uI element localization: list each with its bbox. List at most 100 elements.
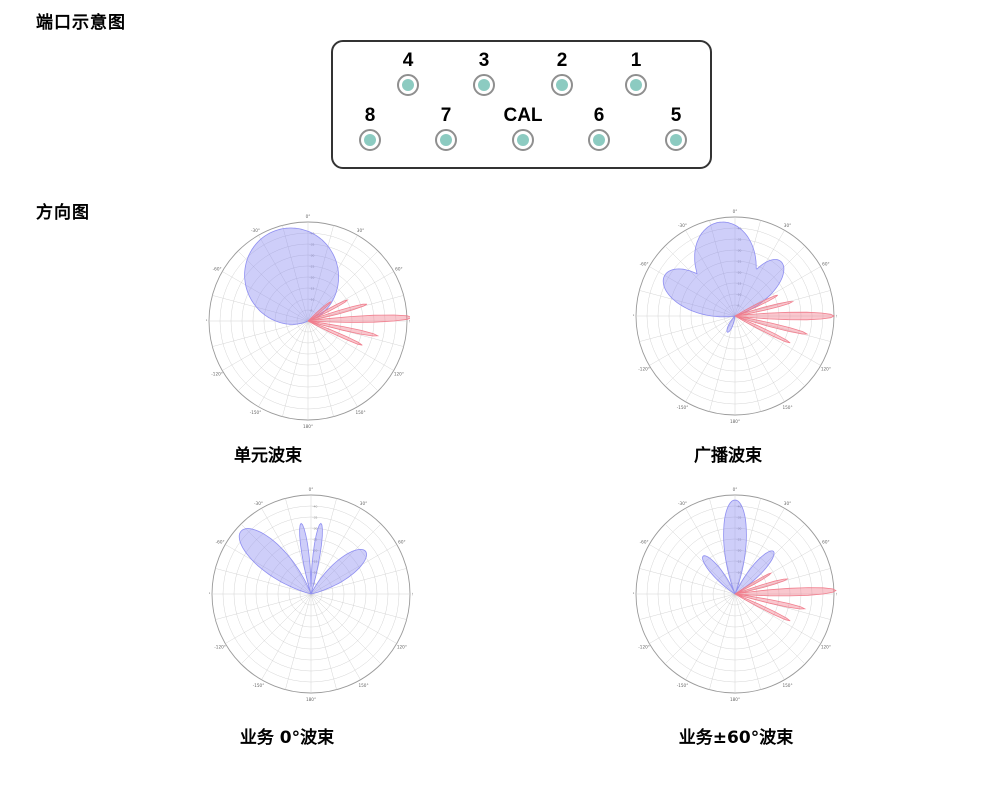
polar-radial-tick: -15	[310, 286, 315, 290]
polar-angle-label: -150°	[677, 683, 689, 688]
polar-angle-label: -30°	[254, 501, 263, 506]
port-label: 1	[630, 50, 642, 71]
pattern-caption-service-60: 业务±60°波束	[678, 728, 794, 748]
polar-angle-label: 30°	[357, 228, 364, 233]
polar-grid-spoke	[215, 593, 312, 620]
port-connector-icon	[435, 129, 457, 151]
polar-grid-spoke	[685, 230, 736, 317]
vertical-beam	[734, 572, 837, 622]
polar-angle-label: 30°	[784, 223, 791, 228]
polar-angle-label: -90°	[633, 314, 634, 319]
pattern-plot-service-60: 0°30°60°90°120°150°180°-150°-120°-90°-60…	[633, 487, 837, 702]
polar-radial-tick: -35	[310, 242, 315, 246]
polar-grid-spoke	[734, 245, 806, 317]
polar-angle-label: -30°	[678, 223, 687, 228]
polar-grid-spoke	[709, 498, 736, 595]
polar-angle-label: 90°	[836, 314, 837, 319]
polar-angle-label: -90°	[209, 592, 210, 597]
polar-grid-spoke	[261, 508, 312, 595]
polar-grid-spoke	[310, 508, 361, 595]
polar-radial-tick: -20	[310, 275, 315, 279]
polar-radial-tick: -5	[737, 581, 740, 585]
polar-radial-tick: -40	[737, 226, 742, 230]
polar-radial-tick: -20	[737, 270, 742, 274]
port-connector-icon	[588, 129, 610, 151]
polar-grid-spoke	[222, 320, 309, 371]
polar-grid-spoke	[709, 220, 736, 317]
polar-radial-tick: -15	[313, 559, 318, 563]
polar-grid-spoke	[310, 593, 382, 665]
polar-grid-spoke	[664, 315, 736, 387]
port-connector-icon	[665, 129, 687, 151]
port-3: 3	[456, 50, 512, 96]
polar-angle-label: 60°	[398, 540, 405, 545]
polar-angle-label: 60°	[395, 267, 402, 272]
polar-angle-label: -30°	[251, 228, 260, 233]
pattern-plot-broadcast: 0°30°60°90°120°150°180°-150°-120°-90°-60…	[633, 209, 837, 424]
polar-angle-label: 60°	[822, 540, 829, 545]
polar-grid-spoke	[258, 320, 309, 407]
polar-grid-spoke	[307, 320, 358, 407]
port-panel: 4 3 2 1 8 7 CAL 6 5	[331, 40, 712, 169]
port-label: 6	[593, 105, 605, 126]
polar-angle-label: 120°	[397, 645, 407, 650]
polar-grid-spoke	[639, 568, 736, 595]
polar-angle-label: 60°	[822, 262, 829, 267]
polar-grid-spoke	[310, 593, 407, 620]
polar-angle-label: 180°	[730, 697, 740, 702]
polar-grid-spoke	[310, 593, 397, 644]
polar-grid-spoke	[639, 593, 736, 620]
polar-angle-label: 90°	[412, 592, 413, 597]
polar-angle-label: 90°	[409, 319, 410, 324]
port-label: 5	[670, 105, 682, 126]
polar-grid-spoke	[734, 593, 806, 665]
polar-angle-label: -150°	[253, 683, 265, 688]
pattern-caption-element: 单元波束	[234, 446, 302, 466]
polar-grid-spoke	[307, 320, 334, 417]
polar-radial-tick: -40	[737, 504, 742, 508]
port-connector-icon	[512, 129, 534, 151]
polar-grid-spoke	[237, 250, 309, 322]
polar-radial-tick: -30	[737, 526, 742, 530]
polar-grid-spoke	[639, 290, 736, 317]
vertical-beam	[734, 294, 835, 344]
horizontal-beam	[244, 227, 339, 325]
polar-grid-spoke	[307, 235, 358, 322]
polar-angle-label: -120°	[638, 645, 650, 650]
horizontal-beam	[238, 522, 368, 595]
polar-grid-spoke	[285, 593, 312, 690]
polar-angle-label: 0°	[309, 487, 314, 492]
polar-radial-tick: -25	[737, 537, 742, 541]
polar-angle-label: 120°	[821, 367, 831, 372]
polar-grid-spoke	[212, 295, 309, 322]
polar-grid-spoke	[307, 225, 334, 322]
polar-grid-spoke	[734, 498, 761, 595]
polar-grid-spoke	[649, 544, 736, 595]
polar-grid-spoke	[258, 235, 309, 322]
pattern-title: 方向图	[36, 203, 90, 223]
port-cal: CAL	[495, 105, 551, 151]
polar-angle-label: 150°	[355, 410, 365, 415]
port-label: 2	[556, 50, 568, 71]
polar-grid-spoke	[639, 315, 736, 342]
polar-grid-spoke	[240, 523, 312, 595]
polar-grid-spoke	[215, 568, 312, 595]
polar-grid-spoke	[734, 230, 785, 317]
port-2: 2	[534, 50, 590, 96]
polar-grid-spoke	[237, 320, 309, 392]
polar-radial-tick: -35	[313, 515, 318, 519]
vertical-beam	[307, 299, 410, 346]
polar-grid-spoke	[709, 593, 736, 690]
polar-radial-tick: -30	[313, 526, 318, 530]
port-6: 6	[571, 105, 627, 151]
polar-angle-label: -90°	[633, 592, 634, 597]
horizontal-beam	[662, 221, 785, 333]
port-5: 5	[648, 105, 704, 151]
pattern-caption-service-0: 业务 0°波束	[239, 728, 335, 748]
port-diagram-title: 端口示意图	[36, 13, 126, 33]
port-label: 3	[478, 50, 490, 71]
polar-angle-label: 180°	[303, 424, 313, 429]
polar-grid-spoke	[307, 295, 404, 322]
polar-grid-spoke	[649, 593, 736, 644]
polar-radial-tick: -35	[737, 237, 742, 241]
